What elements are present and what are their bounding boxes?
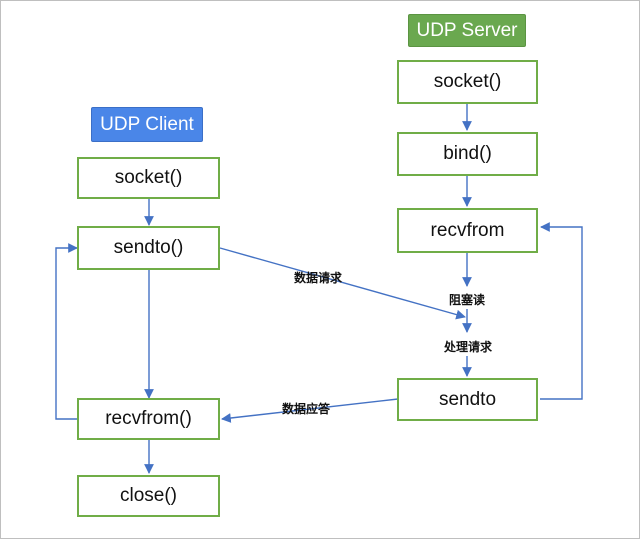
label-data-response: 数据应答	[282, 402, 331, 416]
client-socket-node: socket()	[77, 157, 220, 199]
server-title: UDP Server	[408, 14, 526, 47]
edge-client-loop	[55, 243, 78, 420]
server-socket-node: socket()	[397, 60, 538, 104]
client-title: UDP Client	[91, 107, 203, 142]
edge-data-response	[221, 398, 399, 423]
server-recvfrom-node: recvfrom	[397, 208, 538, 253]
server-sendto-node: sendto	[397, 378, 538, 421]
client-close-node: close()	[77, 475, 220, 517]
edge-server-loop	[540, 222, 583, 400]
label-block-read: 阻塞读	[449, 293, 486, 307]
label-process-request: 处理请求	[444, 340, 493, 354]
server-bind-node: bind()	[397, 132, 538, 176]
client-recvfrom-node: recvfrom()	[77, 398, 220, 440]
label-data-request: 数据请求	[294, 271, 343, 285]
edge-data-request	[219, 247, 466, 320]
client-sendto-node: sendto()	[77, 226, 220, 270]
